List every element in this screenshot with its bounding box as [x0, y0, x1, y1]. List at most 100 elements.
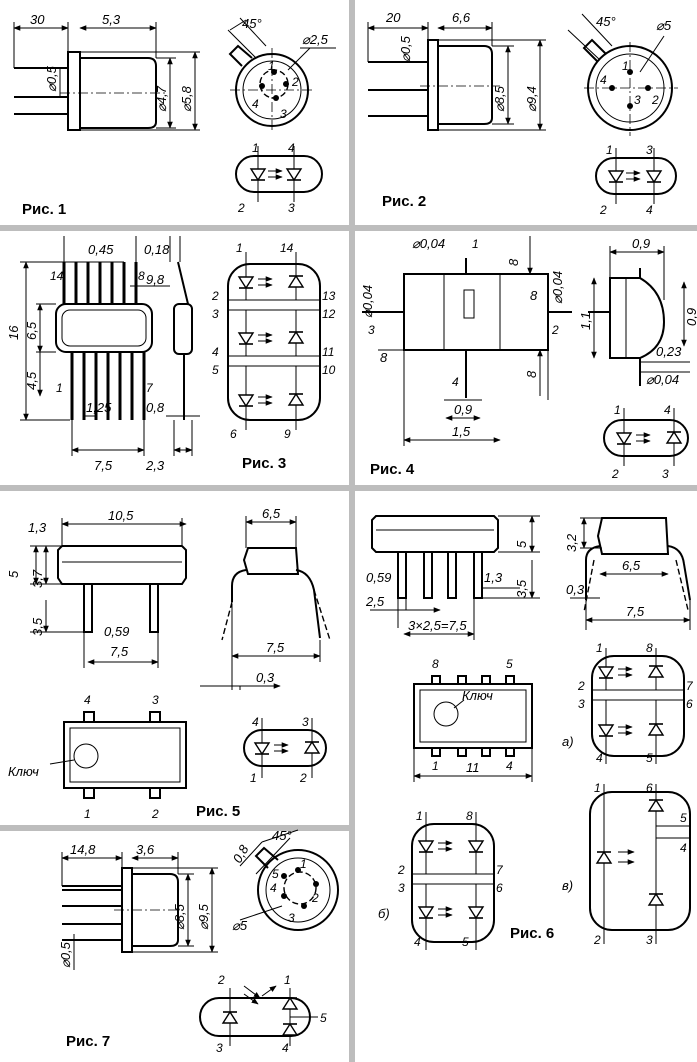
fig6-top-length: 11	[466, 760, 480, 775]
fig6-side-view: 5 0,59 1,3 3,5 2,5 3×2,5=7,5	[365, 515, 540, 640]
fig3-pin-7: 7	[146, 381, 154, 395]
fig5-top-pin-3: 3	[152, 693, 159, 707]
fig1-body-length: 5,3	[102, 12, 121, 27]
fig6v-label: в)	[562, 878, 573, 893]
fig4-pin-4: 4	[452, 375, 459, 389]
fig2-angle: 45°	[596, 14, 616, 29]
fig6-key-label: Ключ	[462, 688, 493, 703]
fig6v-pin-5: 5	[680, 811, 687, 825]
fig3-sch-pin-6: 6	[230, 427, 237, 441]
fig2-pin-2: 2	[651, 93, 659, 107]
fig6-side-span: 7,5	[626, 604, 645, 619]
fig6b-pin-2: 2	[397, 863, 405, 877]
fig5-schematic: 4 3 1 2	[243, 715, 327, 785]
fig2-sch-pin-4: 4	[646, 203, 653, 217]
fig1-sch-pin-4: 4	[288, 141, 295, 155]
fig4-width-15: 1,5	[452, 424, 471, 439]
fig5-top-pin-1: 1	[84, 807, 91, 821]
fig2-sch-pin-1: 1	[606, 143, 613, 157]
fig4-pin-3: 3	[368, 323, 375, 337]
fig1-sch-pin-3: 3	[288, 201, 295, 215]
fig5-sch-pin-4: 4	[252, 715, 259, 729]
fig6a-pin-3: 3	[578, 697, 585, 711]
fig3-thickness: 2,3	[145, 458, 165, 473]
fig6a-pin-1: 1	[596, 641, 603, 655]
fig6-side-height: 3,2	[564, 533, 579, 552]
fig2-pin-1: 1	[622, 59, 629, 73]
fig7-bottom-view: 1 2 3 4 5 45° 0,8 ⌀5	[230, 828, 339, 933]
fig5-side-width: 6,5	[262, 506, 281, 521]
fig6b-pin-3: 3	[398, 881, 405, 895]
fig6b-pin-5: 5	[462, 935, 469, 949]
fig6-schematic-b: 1 8 2 7 3 6 4 5 б)	[378, 809, 504, 950]
fig1-pin-4-dot	[259, 83, 265, 89]
fig7-sch-pin-2: 2	[217, 973, 225, 987]
fig4-sch-pin-2: 2	[611, 467, 619, 481]
fig7-tab: 0,8	[230, 842, 252, 866]
fig3-sch-pin-12: 12	[322, 307, 336, 321]
fig2-can-diameter: ⌀8,5	[492, 85, 507, 112]
fig1-sch-pin-2: 2	[237, 201, 245, 215]
fig6-end-view: 3,2 6,5 0,3 7,5	[564, 517, 691, 630]
fig6-side-thickness: 0,3	[566, 582, 585, 597]
fig2-pin-circle: ⌀5	[656, 18, 672, 33]
fig6v-pin-6: 6	[646, 781, 653, 795]
fig5-lead-width: 1,3	[28, 520, 47, 535]
fig7-pin-1: 1	[300, 857, 307, 871]
fig2-flange-diameter: ⌀9,4	[524, 86, 539, 112]
fig7-body-length: 3,6	[136, 842, 155, 857]
fig6v-pin-2: 2	[593, 933, 601, 947]
fig3-panel: 16 6,5 4,5 0,45 9,8 1,25 7,5 14 8 1 7 0,…	[6, 236, 336, 473]
fig4-side-diameter: ⌀0,04	[646, 372, 679, 387]
fig4-width-09: 0,9	[454, 402, 472, 417]
fig6-height: 5	[514, 540, 529, 548]
fig5-lead-height: 3,5	[30, 617, 45, 636]
fig6v-pin-3: 3	[646, 933, 653, 947]
fig7-lead-diameter: ⌀0,5	[58, 941, 73, 968]
fig5-pitch: 7,5	[110, 644, 129, 659]
fig7-panel: 14,8 3,6 ⌀0,5 ⌀8,5 ⌀9,5 1 2 3 4 5 45° 0,	[58, 828, 339, 1055]
fig3-top-view: 16 6,5 4,5 0,45 9,8 1,25 7,5 14 8 1 7	[6, 236, 170, 473]
fig4-schematic: 1 4 2 3	[603, 403, 689, 481]
fig7-pin-4-dot	[281, 893, 287, 899]
fig7-sch-pin-5: 5	[320, 1011, 327, 1025]
fig7-pin-circle: ⌀5	[232, 918, 248, 933]
fig7-lead-length: 14,8	[70, 842, 96, 857]
fig7-side-view: 14,8 3,6 ⌀0,5 ⌀8,5 ⌀9,5	[58, 842, 218, 970]
fig2-sch-pin-2: 2	[599, 203, 607, 217]
fig5-caption: Рис. 5	[196, 803, 240, 820]
fig1-panel: 30 5,3 ⌀0,5 ⌀4,7 ⌀5,8 1 2 3 4 45° ⌀2,5	[13, 12, 336, 218]
fig1-pin-1: 1	[268, 59, 275, 73]
fig6a-pin-6: 6	[686, 697, 693, 711]
fig3-pin-1: 1	[56, 381, 63, 395]
fig4-sch-pin-3: 3	[662, 467, 669, 481]
fig3-sch-pin-14: 14	[280, 241, 294, 255]
fig3-sch-pin-1: 1	[236, 241, 243, 255]
fig1-pin-1-dot	[271, 69, 277, 75]
fig4-len-8b: 8	[380, 350, 388, 365]
fig3-schematic: 1 14 2 13 3 12 4 11 5 10 6 9	[211, 241, 336, 441]
fig4-d3: ⌀0,04	[360, 285, 375, 318]
fig4-len-8c: 8	[530, 288, 538, 303]
fig6b-pin-8: 8	[466, 809, 473, 823]
fig6a-pin-7: 7	[686, 679, 694, 693]
fig4-side-width: 0,9	[632, 236, 650, 251]
fig3-lead-height: 4,5	[24, 371, 39, 390]
fig7-angle: 45°	[272, 828, 292, 843]
fig6-top-pin-1: 1	[432, 759, 439, 773]
fig4-panel: ⌀0,04 1 8 ⌀0,04 2 8 ⌀0,04 3 8 8 4 0,9 1,…	[360, 236, 697, 481]
fig3-height: 16	[6, 325, 21, 340]
fig1-pin-2-dot	[283, 81, 289, 87]
fig2-body-length: 6,6	[452, 10, 471, 25]
fig3-side-lead: 0,8	[146, 400, 165, 415]
fig5-key-label: Ключ	[8, 764, 39, 779]
fig7-sch-pin-1: 1	[284, 973, 291, 987]
fig1-caption: Рис. 1	[22, 201, 66, 218]
fig3-side-view: 0,18 0,8 2,3	[144, 236, 200, 473]
fig5-lead-thickness: 0,59	[104, 624, 129, 639]
fig3-body-height: 6,5	[24, 321, 39, 340]
fig6-panel: 5 0,59 1,3 3,5 2,5 3×2,5=7,5 3,2 6,5 0,3…	[365, 515, 694, 950]
fig1-side-view: 30 5,3 ⌀0,5 ⌀4,7 ⌀5,8	[13, 12, 200, 131]
